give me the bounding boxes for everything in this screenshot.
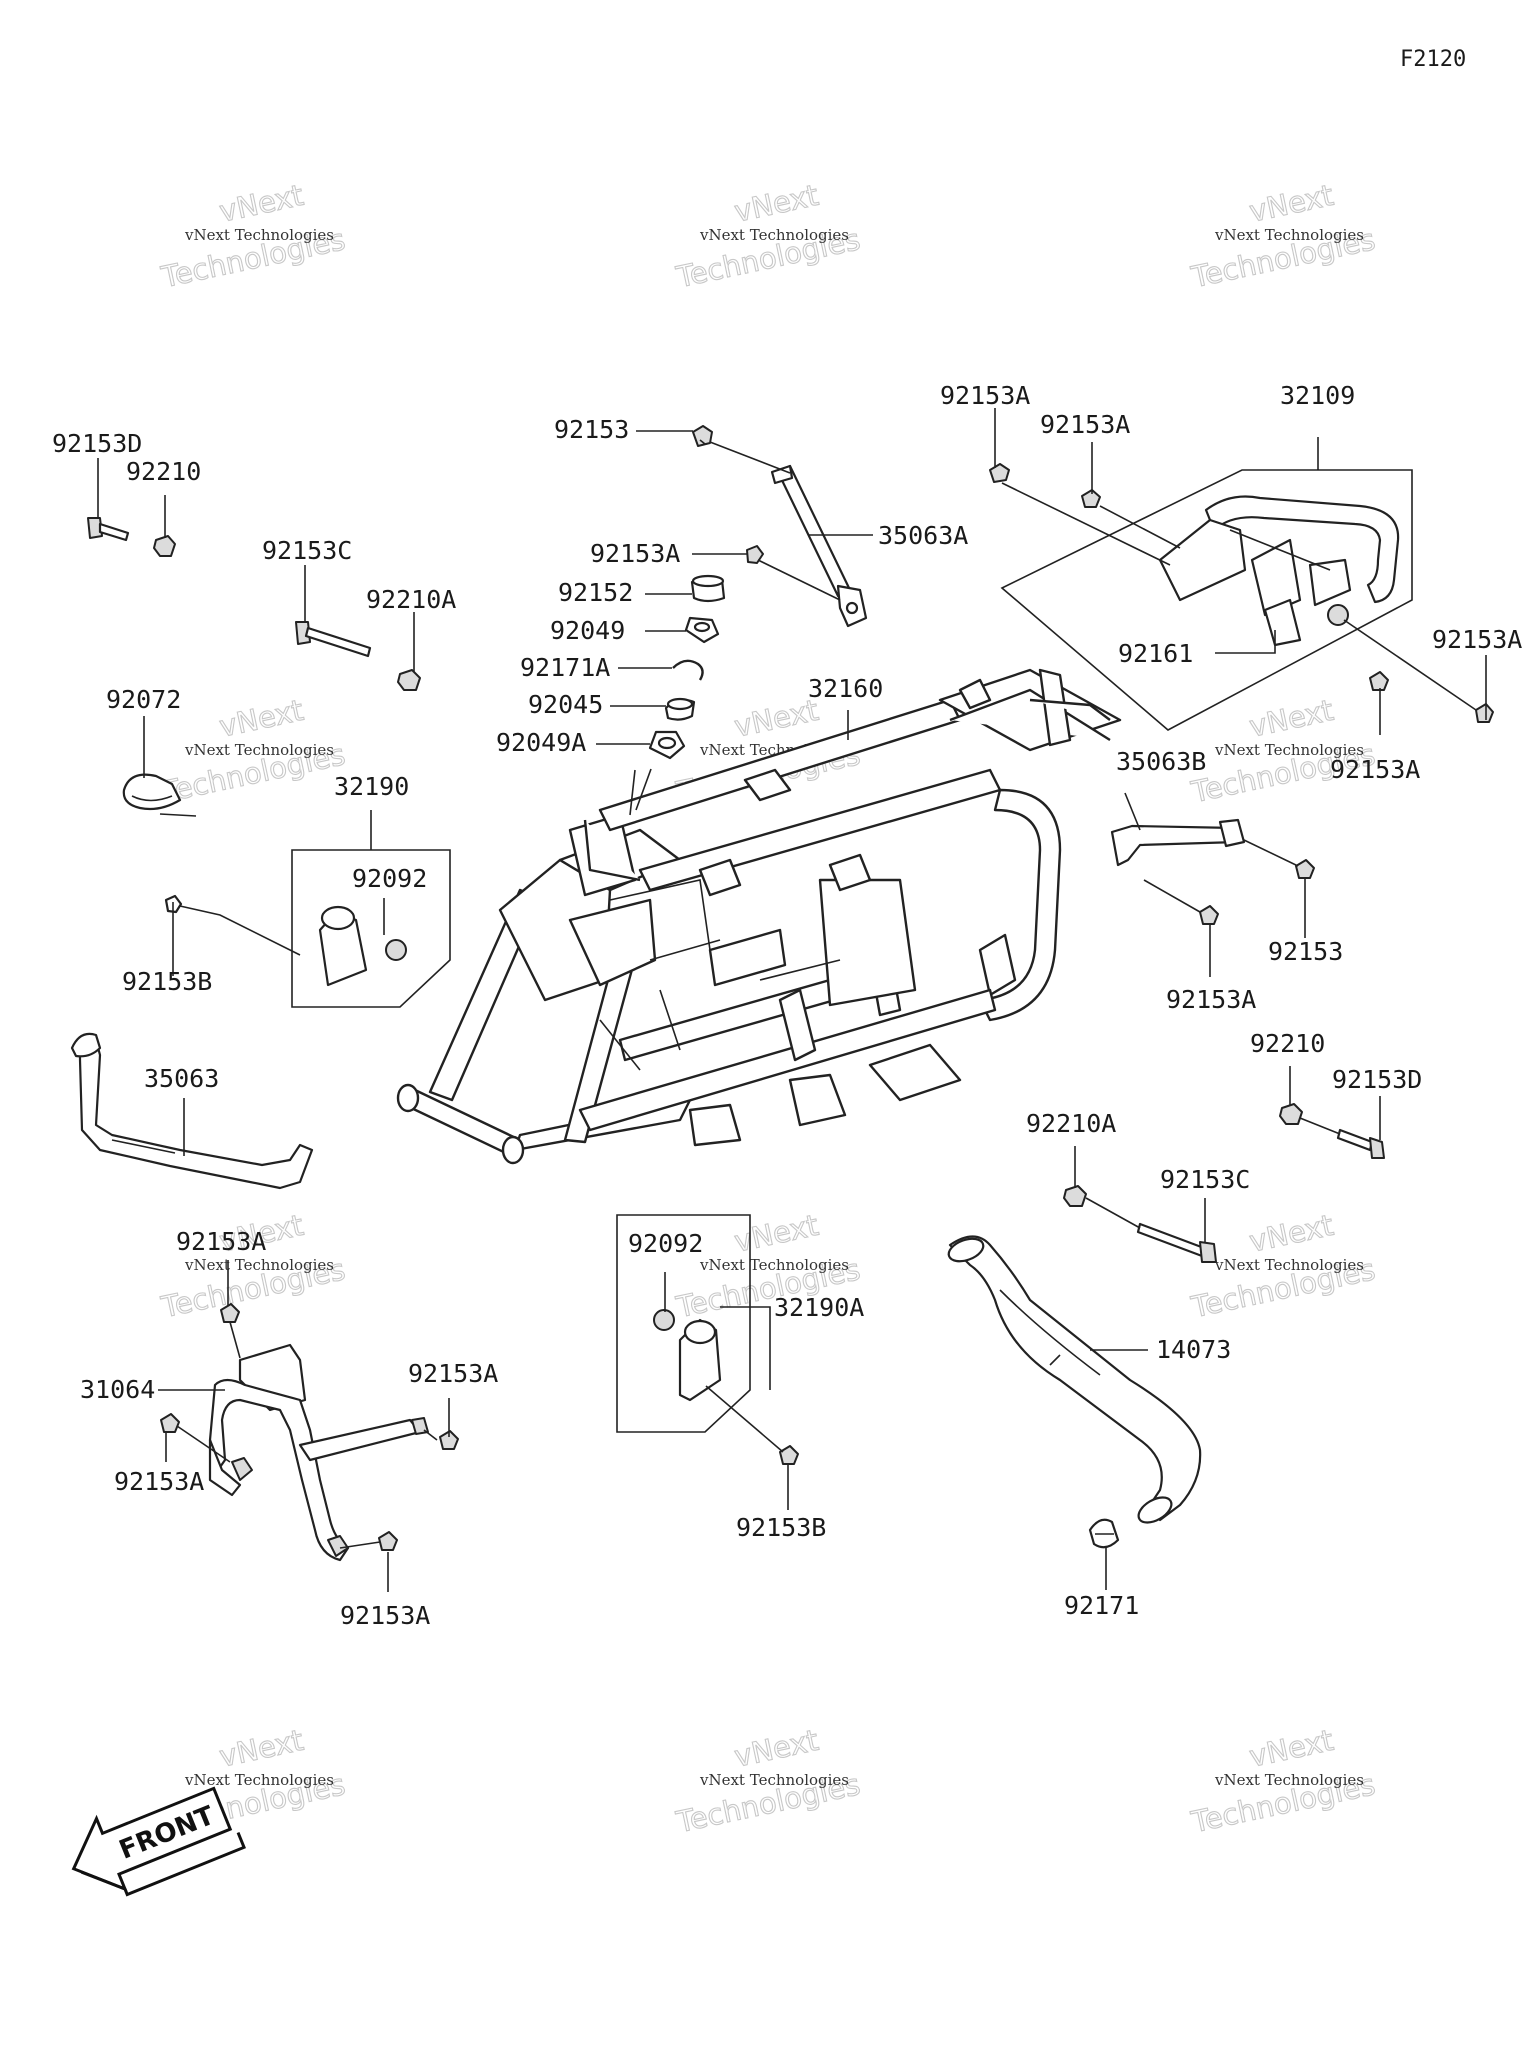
part-label-32109: 32109 (1280, 381, 1355, 410)
part-92171A-clip (672, 659, 704, 681)
watermark-text: vNext Technologies (184, 226, 334, 244)
part-label-92210A: 92210A (366, 585, 456, 614)
watermark-large: vNext (216, 1723, 306, 1774)
watermark-text: vNext Technologies (1214, 1256, 1364, 1274)
part-label-35063B: 35063B (1116, 747, 1206, 776)
part-14073-pipe (947, 1235, 1202, 1524)
part-92153A-bolt-mid (746, 545, 764, 564)
watermark-large: vNext (731, 1723, 821, 1774)
watermarks: Technologies vNext vNext Technologies Te… (157, 177, 1378, 1840)
part-label-92171A: 92171A (520, 653, 610, 682)
watermark-text: vNext Technologies (1214, 226, 1364, 244)
watermark-text: vNext Technologies (184, 741, 334, 759)
watermark-large: vNext (1246, 1208, 1336, 1259)
part-label-92049: 92049 (550, 616, 625, 645)
watermark-large: vNext (216, 178, 306, 229)
watermark-text: vNext Technologies (699, 1771, 849, 1789)
part-label-92153: 92153 (554, 415, 629, 444)
part-label-92153A: 92153A (408, 1359, 498, 1388)
part-label-92153A: 92153A (1330, 755, 1420, 784)
part-label-32190: 32190 (334, 772, 409, 801)
watermark-text: vNext Technologies (699, 1256, 849, 1274)
part-92210-nut-a (153, 535, 176, 557)
diagram-code: F2120 (1400, 47, 1466, 72)
part-label-92153D: 92153D (52, 429, 142, 458)
part-92152-collar (690, 574, 726, 603)
part-92045-collar (664, 697, 696, 721)
part-35063B-stay (1110, 818, 1315, 925)
part-label-92161: 92161 (1118, 639, 1193, 668)
part-92210A-nut-b (1063, 1185, 1087, 1207)
part-92153-top (692, 425, 713, 447)
part-label-92210: 92210 (126, 457, 201, 486)
watermark-large: vNext (731, 178, 821, 229)
part-label-92153A: 92153A (1166, 985, 1256, 1014)
watermark-large: vNext (1246, 1723, 1336, 1774)
watermark-text: vNext Technologies (699, 226, 849, 244)
part-label-92045: 92045 (528, 690, 603, 719)
part-label-92153A: 92153A (114, 1467, 204, 1496)
part-label-92153A: 92153A (1432, 625, 1522, 654)
part-label-35063A: 35063A (878, 521, 968, 550)
part-31064-bracket (160, 1303, 459, 1562)
main-frame-32160 (396, 668, 1122, 1165)
part-label-92153C: 92153C (262, 536, 352, 565)
watermark-text: vNext Technologies (1214, 1771, 1364, 1789)
part-label-92153A: 92153A (590, 539, 680, 568)
part-label-92153A: 92153A (176, 1227, 266, 1256)
part-label-92153: 92153 (1268, 937, 1343, 966)
part-32190-bracket (164, 849, 451, 1008)
part-35063-stay (70, 1032, 314, 1190)
part-label-92171: 92171 (1064, 1591, 1139, 1620)
part-label-92210A: 92210A (1026, 1109, 1116, 1138)
part-label-92153A: 92153A (340, 1601, 430, 1630)
part-92210A-nut-a (397, 669, 421, 691)
part-label-32160: 32160 (808, 674, 883, 703)
front-arrow: FRONT (71, 1786, 246, 1897)
part-label-92153C: 92153C (1160, 1165, 1250, 1194)
part-92153C-bolt-b (1136, 1222, 1217, 1263)
part-label-32190A: 32190A (774, 1293, 864, 1322)
part-label-92092: 92092 (628, 1229, 703, 1258)
part-labels: 92153D 92210 92153C 92210A 92153 35063A … (52, 381, 1522, 1630)
watermark-text: vNext Technologies (1214, 741, 1364, 759)
part-label-92153B: 92153B (122, 967, 212, 996)
part-92049-damper (684, 616, 720, 644)
part-label-92153A: 92153A (940, 381, 1030, 410)
part-92153D-bolt-a (87, 517, 130, 542)
part-92210-nut-b (1279, 1103, 1303, 1125)
part-label-92153A: 92153A (1040, 410, 1130, 439)
part-92153A-tr-bolts (989, 463, 1494, 723)
watermark-large: vNext (1246, 178, 1336, 229)
part-label-35063: 35063 (144, 1064, 219, 1093)
part-92153C-bolt-a (295, 621, 372, 658)
part-32109-rear-guard (1000, 469, 1413, 731)
part-35063A-stay (770, 464, 868, 628)
watermark-text: vNext Technologies (184, 1771, 334, 1789)
part-label-92153D: 92153D (1332, 1065, 1422, 1094)
leader-lines (97, 408, 1487, 1592)
part-32190A-bracket (616, 1214, 799, 1465)
part-label-14073: 14073 (1156, 1335, 1231, 1364)
part-label-92152: 92152 (558, 578, 633, 607)
part-92049A-damper (648, 730, 686, 760)
part-label-92153B: 92153B (736, 1513, 826, 1542)
part-label-92092: 92092 (352, 864, 427, 893)
watermark-large: vNext (216, 693, 306, 744)
part-92153D-bolt-b (1336, 1128, 1385, 1159)
watermark-large: vNext (1246, 693, 1336, 744)
part-92072-clamp (122, 773, 197, 817)
part-label-92072: 92072 (106, 685, 181, 714)
part-label-92049A: 92049A (496, 728, 586, 757)
watermark-text: vNext Technologies (184, 1256, 334, 1274)
part-92171-clip (1088, 1518, 1120, 1549)
part-label-92210: 92210 (1250, 1029, 1325, 1058)
part-label-31064: 31064 (80, 1375, 155, 1404)
